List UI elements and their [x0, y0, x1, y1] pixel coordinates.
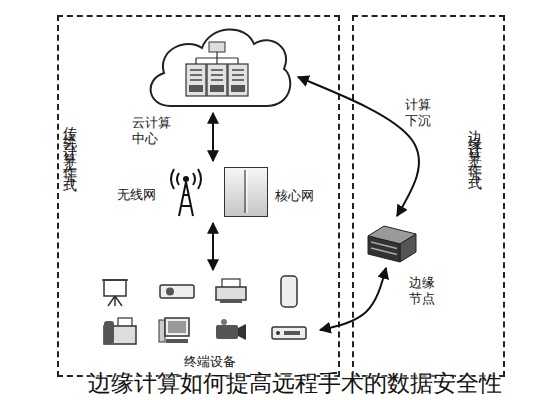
connector-arrow [212, 113, 214, 161]
server-tower [207, 64, 227, 96]
server-slot [190, 69, 202, 71]
connector-arrow [212, 223, 214, 270]
caption-text: 边缘计算如何提高远程手术的数据安全性 [88, 369, 502, 398]
group-title: 传统云计算工作方式 [61, 115, 79, 174]
server-side [400, 234, 416, 262]
node-label: 终端设备 [184, 354, 236, 370]
server-slot [190, 79, 202, 81]
computer-keyboard [166, 339, 188, 343]
server-slot [211, 69, 223, 71]
node-label: 边缘节点 [409, 275, 439, 308]
server-slot [232, 79, 244, 81]
camera-reel [221, 319, 227, 325]
antenna-top [183, 176, 189, 182]
edge-label: 计算下沉 [405, 97, 435, 130]
edge-server-symbol [364, 220, 419, 265]
server-panel [231, 85, 245, 92]
server-strip [371, 242, 397, 249]
server-slot [211, 74, 223, 76]
device-group: 终端设备 [102, 274, 317, 354]
printer-tray [220, 299, 242, 303]
fax-handset [104, 321, 114, 344]
camera-lens [238, 324, 246, 340]
server-front [368, 236, 400, 262]
cloud-node: 云计算中心 [142, 22, 292, 110]
radio-waves [171, 169, 201, 189]
antenna-mast [179, 182, 193, 216]
server-tower [228, 64, 248, 96]
core-divider [247, 170, 248, 213]
cloud-shape [151, 29, 291, 106]
server-slot [190, 74, 202, 76]
server-panel [189, 85, 203, 92]
network-hub [209, 42, 225, 52]
camera-body [216, 325, 238, 339]
group-title: 边缘计算工作方式 [466, 119, 484, 171]
cloud-outline [142, 22, 292, 110]
network-label: 无线网 [117, 187, 156, 203]
projector-lens [166, 288, 174, 296]
network-tree [196, 52, 238, 64]
projector-icon [160, 285, 194, 298]
screen-stand [102, 280, 128, 306]
core-box: 核心网 [224, 167, 268, 217]
computer-tower [159, 320, 165, 342]
server-tower [186, 64, 206, 96]
server-slot [211, 79, 223, 81]
server-strip [371, 248, 397, 255]
server-slot [232, 69, 244, 71]
recorder-dot [276, 331, 280, 335]
recorder-slot [284, 331, 300, 335]
edge-server: 边缘节点 [364, 220, 419, 265]
group-frame: 边缘节点 边缘计算工作方式 [352, 15, 505, 377]
phone-icon [281, 276, 297, 307]
recorder-icon [272, 327, 306, 339]
node-label: 核心网 [275, 188, 314, 204]
node-label: 云计算中心 [132, 115, 174, 148]
server-panel [210, 85, 224, 92]
connector-arrow [298, 77, 419, 216]
core-divider [244, 170, 245, 213]
computer-screen [168, 321, 186, 333]
server-slot [232, 74, 244, 76]
computer-monitor [165, 318, 189, 336]
printer-icon [216, 287, 246, 300]
core-symbol [225, 168, 266, 215]
screen-icon [104, 280, 126, 296]
group-frame: 云计算中心核心网终端设备 传统云计算工作方式 [57, 15, 340, 377]
